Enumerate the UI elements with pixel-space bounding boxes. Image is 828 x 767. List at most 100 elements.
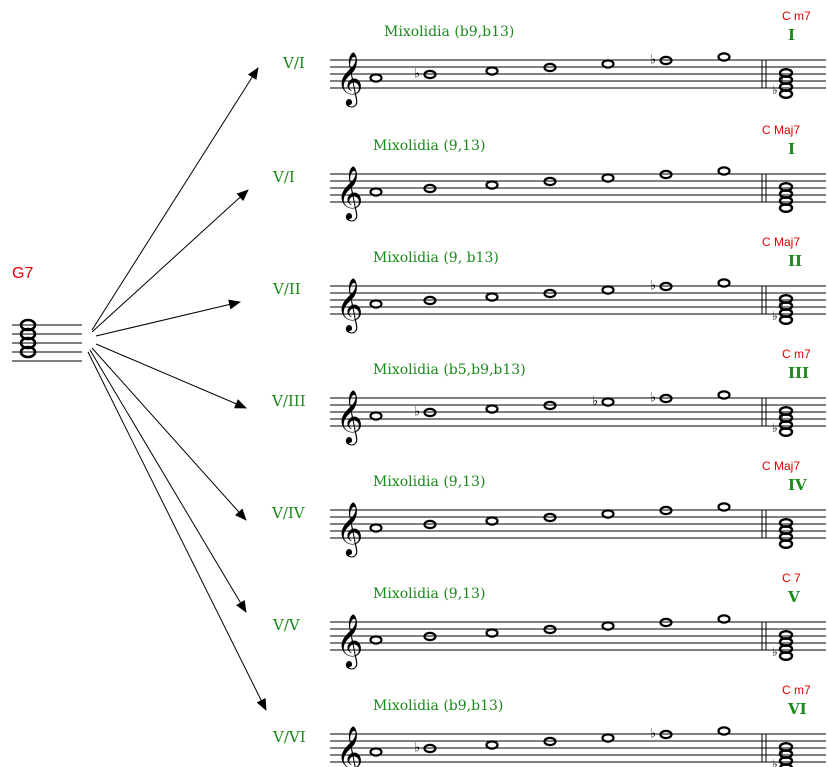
scale-note	[423, 295, 437, 306]
scale-note: ♭	[414, 66, 437, 81]
mode-label: Mixolidia (b9,b13)	[373, 698, 503, 714]
scale-note	[369, 747, 383, 757]
scale-note	[717, 726, 731, 736]
scale-note	[423, 183, 437, 194]
scale-note	[601, 621, 615, 631]
target-chord-notes: ♭♭	[772, 294, 794, 326]
scale-note	[543, 400, 557, 411]
target-chord-notes: ♭♭	[772, 742, 794, 767]
target-chord-label: C 7	[782, 571, 801, 585]
scale-note	[601, 733, 615, 743]
scale-note	[717, 390, 731, 400]
target-chord-notes: ♭♭	[772, 67, 794, 99]
roman-numeral: I	[788, 140, 795, 158]
scale-note	[485, 628, 499, 638]
treble-clef-icon: 𝄞	[336, 278, 363, 333]
flat-icon: ♭	[778, 745, 784, 759]
mode-label: Mixolidia (9,13)	[373, 586, 485, 602]
scale-note	[423, 631, 437, 642]
flat-icon: ♭	[650, 390, 656, 405]
scale-note	[543, 736, 557, 747]
target-chord-label: C Maj7	[762, 123, 800, 137]
arrow-to-row-7	[87, 351, 267, 711]
staff	[330, 173, 826, 203]
treble-clef-icon: 𝄞	[336, 166, 363, 221]
mode-label: Mixolidia (9,13)	[373, 474, 485, 490]
treble-clef-icon: 𝄞	[336, 726, 363, 767]
scale-note	[369, 299, 383, 309]
roman-numeral: IV	[788, 476, 807, 494]
roman-numeral: V	[787, 588, 800, 606]
scale-note	[423, 519, 437, 530]
scale-note: ♭	[650, 726, 673, 741]
flat-icon: ♭	[414, 66, 420, 81]
flat-icon: ♭	[414, 404, 420, 419]
row-label: V/V	[272, 616, 301, 634]
scale-note	[601, 173, 615, 183]
flat-icon: ♭	[650, 726, 656, 741]
scale-note	[717, 614, 731, 624]
scale-note	[543, 176, 557, 187]
flat-icon: ♭	[414, 740, 420, 755]
flat-icon: ♭	[778, 409, 784, 423]
scale-note	[717, 166, 731, 176]
source-chord-notes	[19, 318, 37, 359]
treble-clef-icon: 𝄞	[336, 390, 363, 445]
roman-numeral: VI	[787, 700, 807, 718]
target-chord-label: C m7	[782, 683, 811, 697]
scale-note: ♭	[650, 52, 673, 67]
scale-note	[369, 411, 383, 421]
scale-note: ♭	[650, 278, 673, 293]
scale-note	[485, 740, 499, 750]
roman-numeral: II	[788, 252, 802, 270]
treble-clef-icon: 𝄞	[336, 502, 363, 557]
row-label: V/III	[271, 392, 306, 410]
scale-note	[369, 73, 383, 83]
flat-icon: ♭	[650, 278, 656, 293]
target-chord-label: C Maj7	[762, 459, 800, 473]
target-chord-notes: ♭♭	[772, 406, 794, 438]
source-chord-label: G7	[12, 265, 33, 282]
flat-icon: ♭	[592, 393, 598, 408]
scale-note	[659, 169, 673, 180]
scale-note: ♭	[414, 740, 437, 755]
treble-clef-icon: 𝄞	[336, 614, 363, 669]
arrow-to-row-3	[95, 299, 241, 337]
scale-note	[485, 516, 499, 526]
flat-icon: ♭	[772, 421, 778, 435]
target-chord-notes: ♭	[772, 630, 794, 662]
arrow-to-row-4	[95, 343, 247, 409]
scale-note	[485, 180, 499, 190]
target-chord-notes	[778, 181, 794, 213]
flat-icon: ♭	[772, 757, 778, 767]
staff	[330, 59, 826, 89]
roman-numeral: I	[788, 26, 795, 44]
scale-note	[369, 635, 383, 645]
mode-label: Mixolidia (9,13)	[373, 138, 485, 154]
scale-note	[601, 285, 615, 295]
mode-label: Mixolidia (b5,b9,b13)	[373, 362, 526, 378]
row-label: V/I	[282, 54, 305, 72]
row-label: V/IV	[271, 504, 306, 522]
scale-note: ♭	[414, 404, 437, 419]
flat-icon: ♭	[650, 52, 656, 67]
staff	[330, 621, 826, 651]
scale-note	[485, 404, 499, 414]
staff	[330, 397, 826, 427]
source-staff	[12, 324, 82, 362]
flat-icon: ♭	[772, 83, 778, 97]
scale-note	[717, 52, 731, 62]
scale-note	[543, 62, 557, 73]
row-label: V/I	[272, 168, 295, 186]
staff	[330, 733, 826, 763]
row-6: V/V Mixolidia (9,13) C 7 V 𝄞 ♭	[272, 571, 826, 669]
scale-note	[601, 509, 615, 519]
staff	[330, 285, 826, 315]
scale-note	[543, 624, 557, 635]
